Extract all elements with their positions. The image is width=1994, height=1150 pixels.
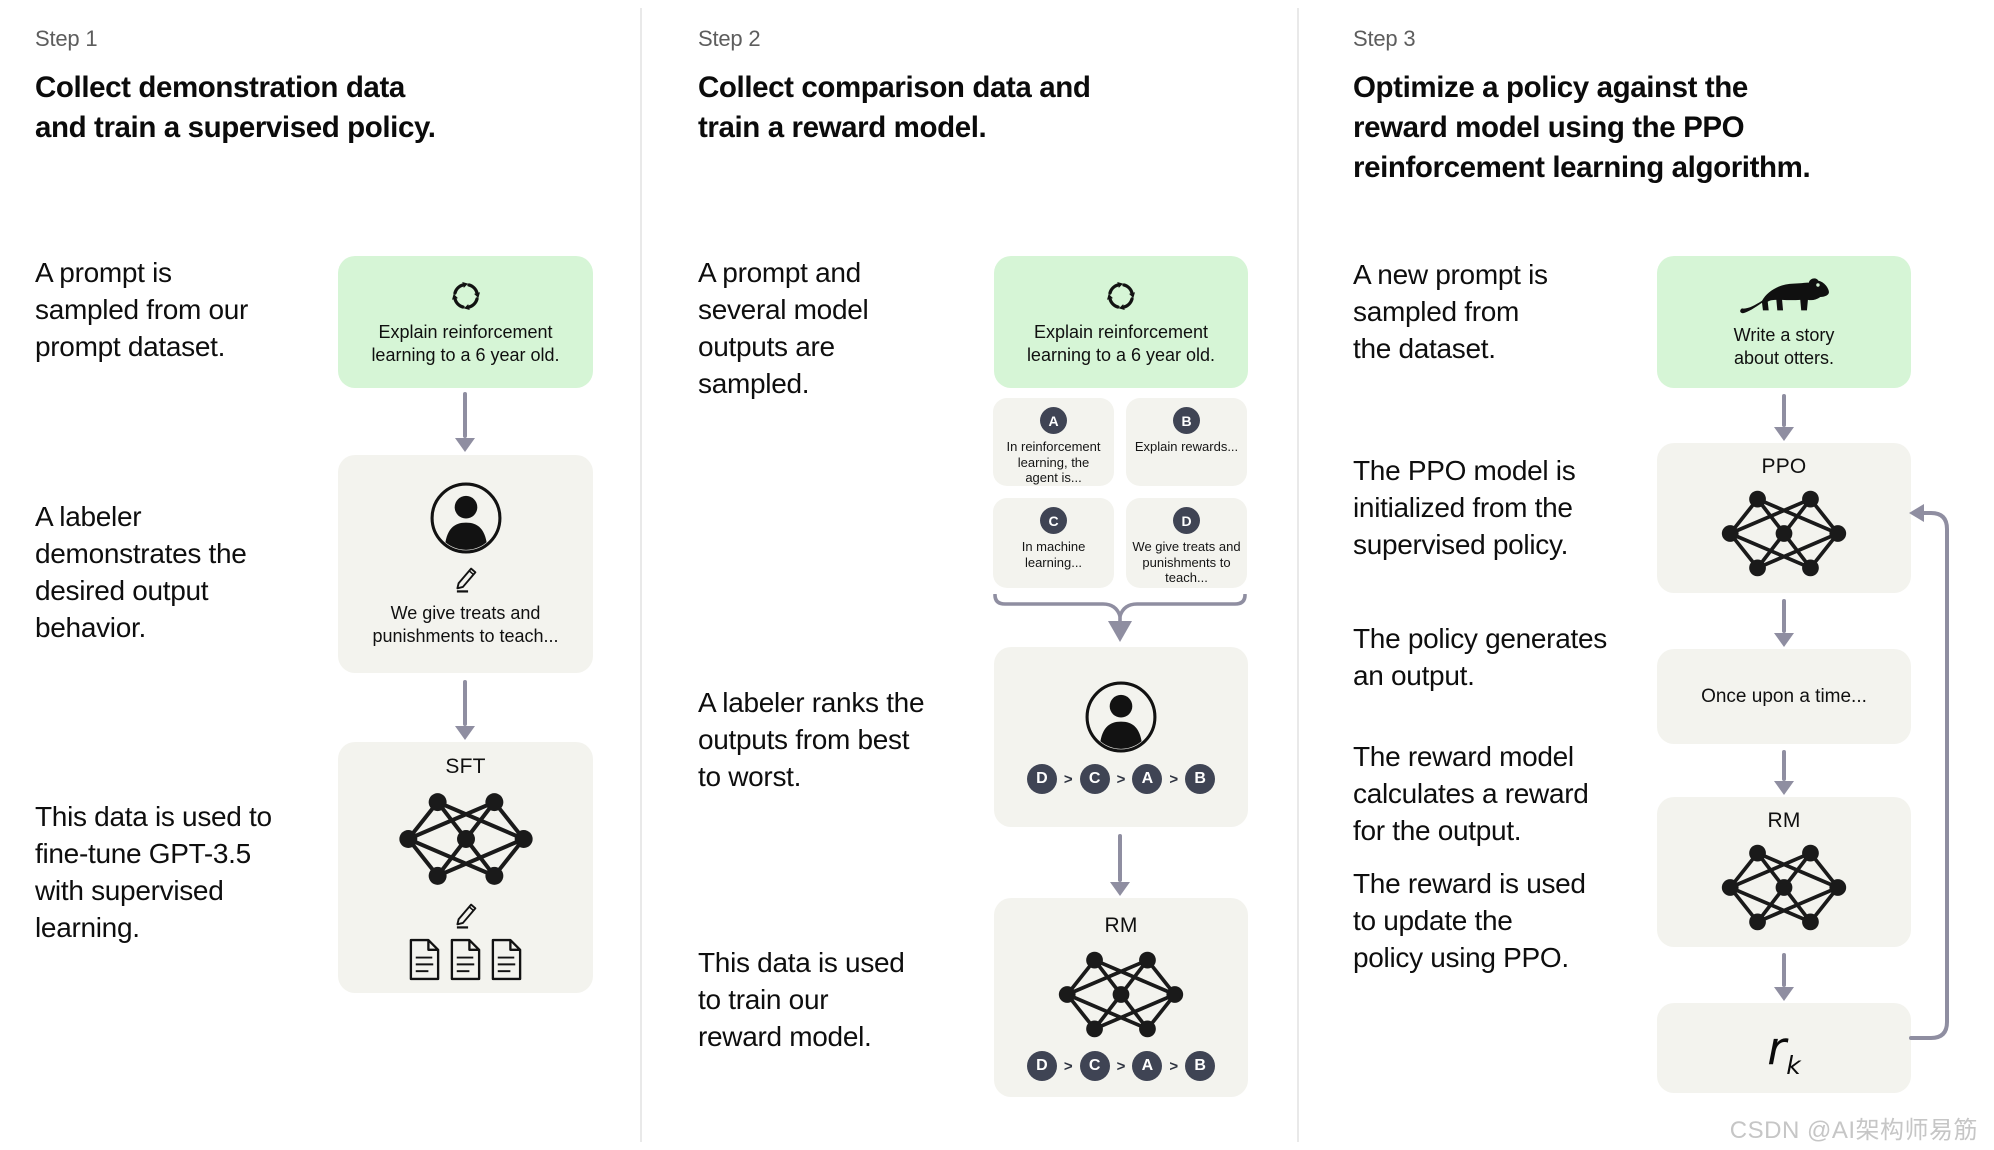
- step1-prompt-box: Explain reinforcement learning to a 6 ye…: [338, 256, 593, 388]
- output-text: In reinforcement learning, the agent is.…: [1006, 439, 1101, 485]
- step1-demonstration-text: We give treats and punishments to teach.…: [372, 602, 559, 646]
- documents-icon: [407, 938, 524, 981]
- rank-separator: >: [1063, 1057, 1073, 1075]
- step2-prompt-paragraph: A prompt and several model outputs are s…: [698, 257, 869, 399]
- step2-title: Collect comparison data and train a rewa…: [698, 71, 1091, 144]
- step1-labeler-box: We give treats and punishments to teach.…: [338, 455, 593, 673]
- step3-prompt-box: Write a story about otters.: [1657, 256, 1911, 388]
- output-text: In machine learning...: [1021, 539, 1086, 570]
- down-arrow: [455, 392, 475, 452]
- watermark: CSDN @AI架构师易筋: [1729, 1117, 1978, 1144]
- feedback-loop-arrow: [1909, 504, 1949, 1040]
- down-arrow: [1774, 750, 1794, 795]
- labeler-person-icon: [429, 481, 503, 555]
- step3-label: Step 3: [1353, 26, 1416, 51]
- rank-separator: >: [1169, 770, 1179, 788]
- step2-prompt-box-text: Explain reinforcement learning to a 6 ye…: [1026, 322, 1216, 365]
- step3-output-box: Once upon a time...: [1657, 649, 1911, 744]
- step2-rank-paragraph: A labeler ranks the outputs from best to…: [698, 687, 925, 792]
- step3-reward-model-box: RM: [1657, 797, 1911, 947]
- neural-network-icon: [1714, 485, 1854, 582]
- neural-network-icon: [391, 787, 541, 891]
- down-arrow: [455, 680, 475, 740]
- document-icon: [407, 938, 442, 981]
- ppo-label: PPO: [1761, 454, 1807, 478]
- output-card-a: A In reinforcement learning, the agent i…: [993, 398, 1114, 486]
- step1-finetune-paragraph: This data is used to fine-tune GPT-3.5 w…: [35, 801, 272, 943]
- step3-update-paragraph: The reward is used to update the policy …: [1353, 868, 1586, 973]
- neural-network-icon: [1051, 946, 1191, 1043]
- step3-init-paragraph: The PPO model is initialized from the su…: [1353, 455, 1576, 560]
- rank-separator: >: [1169, 1057, 1179, 1075]
- model-outputs-grid: A In reinforcement learning, the agent i…: [993, 398, 1247, 588]
- labeler-person-icon: [1084, 680, 1158, 754]
- rank-separator: >: [1063, 770, 1073, 788]
- output-text: Explain rewards...: [1134, 439, 1239, 454]
- rm-label: RM: [1104, 914, 1138, 937]
- down-arrow: [1774, 953, 1794, 1001]
- down-arrow: [1774, 599, 1794, 647]
- rank-badge: C: [1079, 764, 1110, 794]
- step1-labeler-paragraph: A labeler demonstrates the desired outpu…: [35, 501, 247, 643]
- step2-train-paragraph: This data is used to train our reward mo…: [698, 947, 905, 1052]
- output-card-c: C In machine learning...: [993, 498, 1114, 588]
- refresh-icon: [1102, 277, 1140, 315]
- step3-title: Optimize a policy against the reward mod…: [1353, 71, 1811, 184]
- document-icon: [448, 938, 483, 981]
- output-badge: B: [1173, 407, 1200, 434]
- neural-network-icon: [1714, 839, 1854, 936]
- step3-output-text: Once upon a time...: [1701, 686, 1867, 707]
- rank-badge: B: [1185, 764, 1216, 794]
- rank-badge: A: [1132, 764, 1163, 794]
- step3-prompt-box-text: Write a story about otters.: [1733, 325, 1835, 368]
- otter-icon: [1738, 274, 1830, 318]
- output-card-b: B Explain rewards...: [1126, 398, 1247, 486]
- output-badge: D: [1173, 507, 1200, 534]
- step3-reward-paragraph: The reward model calculates a reward for…: [1353, 741, 1589, 846]
- step1-sft-box: SFT: [338, 742, 593, 993]
- rank-badge: D: [1026, 1051, 1057, 1081]
- step1-label: Step 1: [35, 26, 98, 51]
- step1-title: Collect demonstration data and train a s…: [35, 71, 436, 144]
- rank-badge: D: [1026, 764, 1057, 794]
- output-badge: A: [1040, 407, 1067, 434]
- step2-prompt-box: Explain reinforcement learning to a 6 ye…: [994, 256, 1248, 388]
- merge-brace-arrow: [993, 594, 1247, 642]
- ranking-row: D > C > A > B: [1026, 1051, 1216, 1081]
- step1-prompt-paragraph: A prompt is sampled from our prompt data…: [35, 257, 249, 362]
- rank-separator: >: [1116, 1057, 1126, 1075]
- sft-label: SFT: [445, 754, 486, 778]
- step2-labeler-rank-box: D > C > A > B: [994, 647, 1248, 827]
- down-arrow: [1110, 834, 1130, 896]
- step3-generate-paragraph: The policy generates an output.: [1353, 623, 1607, 691]
- step2-reward-model-box: RM D > C > A > B: [994, 898, 1248, 1097]
- step3-ppo-box: PPO: [1657, 443, 1911, 593]
- column-divider-1: [640, 8, 642, 1142]
- pencil-icon: [450, 899, 481, 930]
- rm-label: RM: [1767, 808, 1801, 832]
- down-arrow: [1774, 394, 1794, 441]
- step2-label: Step 2: [698, 26, 761, 51]
- document-icon: [489, 938, 524, 981]
- step1-prompt-box-text: Explain reinforcement learning to a 6 ye…: [371, 322, 560, 365]
- pencil-icon: [450, 563, 481, 594]
- ranking-row: D > C > A > B: [1026, 764, 1216, 794]
- rank-badge: B: [1185, 1051, 1216, 1081]
- column-divider-2: [1297, 8, 1299, 1142]
- rank-badge: A: [1132, 1051, 1163, 1081]
- rank-separator: >: [1116, 770, 1126, 788]
- refresh-icon: [447, 277, 485, 315]
- step3-prompt-paragraph: A new prompt is sampled from the dataset…: [1353, 259, 1548, 364]
- output-badge: C: [1040, 507, 1067, 534]
- rank-badge: C: [1079, 1051, 1110, 1081]
- output-text: We give treats and punishments to teach.…: [1132, 539, 1241, 585]
- output-card-d: D We give treats and punishments to teac…: [1126, 498, 1247, 588]
